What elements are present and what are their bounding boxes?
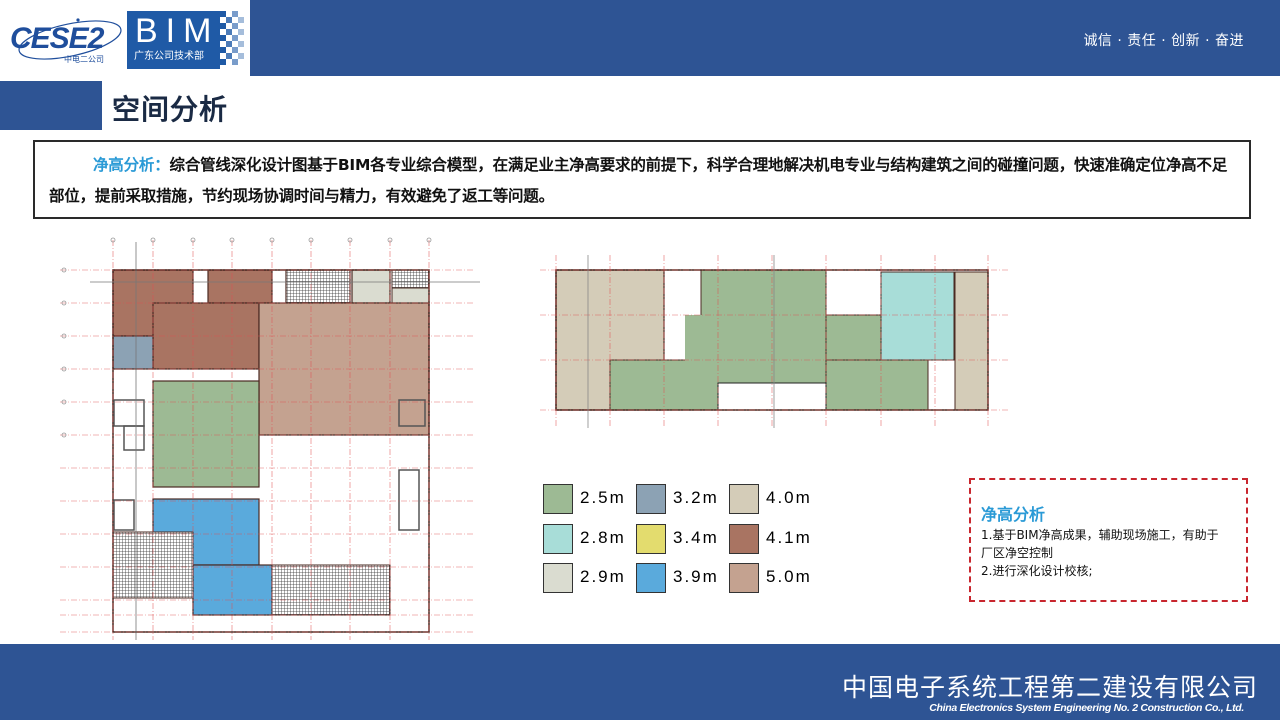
legend-swatch [543, 484, 573, 514]
footer: 中国电子系统工程第二建设有限公司 China Electronics Syste… [0, 644, 1280, 720]
floor-plan-right [540, 255, 1010, 428]
cese-logo: CESE2 中电二公司 [8, 14, 126, 66]
checker-pattern-icon [220, 11, 244, 65]
legend-swatch [543, 563, 573, 593]
bim-logo: BIM 广东公司技术部 [127, 11, 220, 69]
company-name-en: China Electronics System Engineering No.… [929, 702, 1244, 714]
note-line: 厂区净空控制 [981, 546, 1054, 560]
title-accent-bar [0, 81, 102, 130]
legend-label: 4.1m [766, 528, 812, 547]
header-band [250, 0, 1280, 76]
legend-item-3.2m: 3.2m [636, 484, 731, 514]
bim-logo-text: BIM [135, 12, 220, 50]
legend-swatch [543, 524, 573, 554]
legend-swatch [729, 484, 759, 514]
page-title: 空间分析 [112, 93, 229, 126]
legend-label: 2.9m [580, 567, 626, 586]
legend-item-4.0m: 4.0m [729, 484, 824, 514]
legend-swatch [636, 524, 666, 554]
note-line: 1.基于BIM净高成果，辅助现场施工，有助于 [981, 528, 1219, 542]
slogan: 诚信 · 责任 · 创新 · 奋进 [1083, 33, 1244, 49]
legend-swatch [729, 563, 759, 593]
bim-logo-subtitle: 广东公司技术部 [134, 51, 204, 62]
intro-body: 综合管线深化设计图基于BIM各专业综合模型，在满足业主净高要求的前提下，科学合理… [49, 156, 1228, 205]
cese-logo-subtitle: 中电二公司 [64, 55, 104, 64]
company-name-cn: 中国电子系统工程第二建设有限公司 [841, 673, 1258, 702]
legend-label: 3.2m [673, 488, 719, 507]
legend-item-3.4m: 3.4m [636, 524, 731, 554]
legend-label: 4.0m [766, 488, 812, 507]
legend-item-4.1m: 4.1m [729, 524, 824, 554]
legend-swatch [729, 524, 759, 554]
intro-paragraph: 净高分析：综合管线深化设计图基于BIM各专业综合模型，在满足业主净高要求的前提下… [49, 150, 1237, 212]
logo-area: CESE2 中电二公司 BIM 广东公司技术部 [0, 0, 250, 76]
legend-label: 2.5m [580, 488, 626, 507]
legend-label: 3.4m [673, 528, 719, 547]
legend-item-2.9m: 2.9m [543, 563, 638, 593]
legend-label: 5.0m [766, 567, 812, 586]
legend-swatch [636, 563, 666, 593]
note-box: 净高分析 1.基于BIM净高成果，辅助现场施工，有助于 厂区净空控制 2.进行深… [969, 478, 1248, 602]
orbit-icon [18, 18, 122, 60]
legend-item-3.9m: 3.9m [636, 563, 731, 593]
legend-item-2.8m: 2.8m [543, 524, 638, 554]
intro-box: 净高分析：综合管线深化设计图基于BIM各专业综合模型，在满足业主净高要求的前提下… [33, 140, 1251, 219]
note-title: 净高分析 [981, 505, 1046, 524]
note-line: 2.进行深化设计校核; [981, 564, 1093, 578]
legend-swatch [636, 484, 666, 514]
legend-item-2.5m: 2.5m [543, 484, 638, 514]
legend-item-5.0m: 5.0m [729, 563, 824, 593]
legend-label: 2.8m [580, 528, 626, 547]
legend-label: 3.9m [673, 567, 719, 586]
cese-logo-text: CESE2 [10, 22, 104, 55]
intro-lead: 净高分析： [93, 156, 170, 174]
floor-plan-left [60, 237, 480, 640]
